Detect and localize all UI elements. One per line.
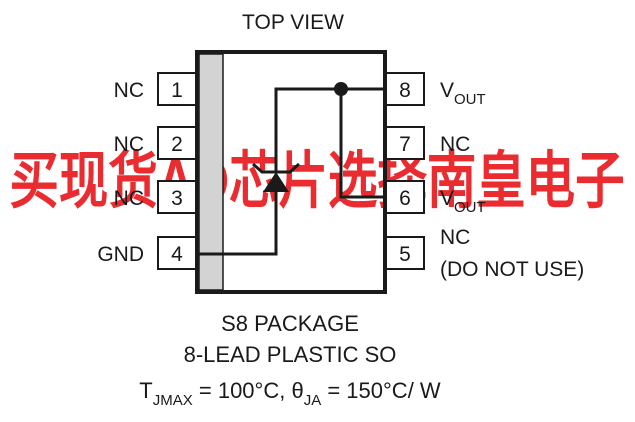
pin-1-number: 1: [171, 79, 183, 102]
pin-2-box: [157, 126, 197, 160]
pin-5-label: NC: [440, 226, 470, 249]
pin-7-label: NC: [440, 133, 470, 156]
pin-3-label: NC: [114, 187, 144, 210]
pin-5-number: 5: [399, 243, 411, 266]
pin-1-box: [157, 72, 197, 106]
internal-wiring: [197, 87, 386, 256]
pin-2-label: NC: [114, 133, 144, 156]
pin-7-number: 7: [399, 133, 411, 156]
pin1-indicator-band: [198, 53, 224, 291]
zener-diode-symbol: [252, 162, 300, 192]
pin-4-box: [157, 236, 197, 270]
package-name: S8 PACKAGE: [221, 311, 359, 336]
pin-4-number: 4: [171, 243, 183, 266]
pin-7-box: [385, 126, 425, 160]
pin-8-number: 8: [399, 79, 411, 102]
diagram-title: TOP VIEW: [242, 11, 344, 34]
package-description: 8-LEAD PLASTIC SO: [184, 342, 397, 367]
junction-dot: [334, 82, 348, 96]
pin-1-label: NC: [114, 79, 144, 102]
pin-3-box: [157, 180, 197, 214]
pin-8-label: VOUT: [440, 79, 486, 108]
package-body: [195, 50, 387, 294]
pin-5-box: [385, 236, 425, 270]
watermark-text: 买现货AD芯片选择南皇电子: [10, 147, 625, 216]
pin-6-number: 6: [399, 187, 411, 210]
pin-6-label: VOUT: [440, 187, 486, 216]
pin-5-note: (DO NOT USE): [440, 258, 584, 281]
pin-4-label: GND: [97, 243, 144, 266]
thermal-spec: TJMAX = 100°C, θJA = 150°C/ W: [139, 378, 441, 409]
pin-3-number: 3: [171, 187, 183, 210]
pin-2-number: 2: [171, 133, 183, 156]
